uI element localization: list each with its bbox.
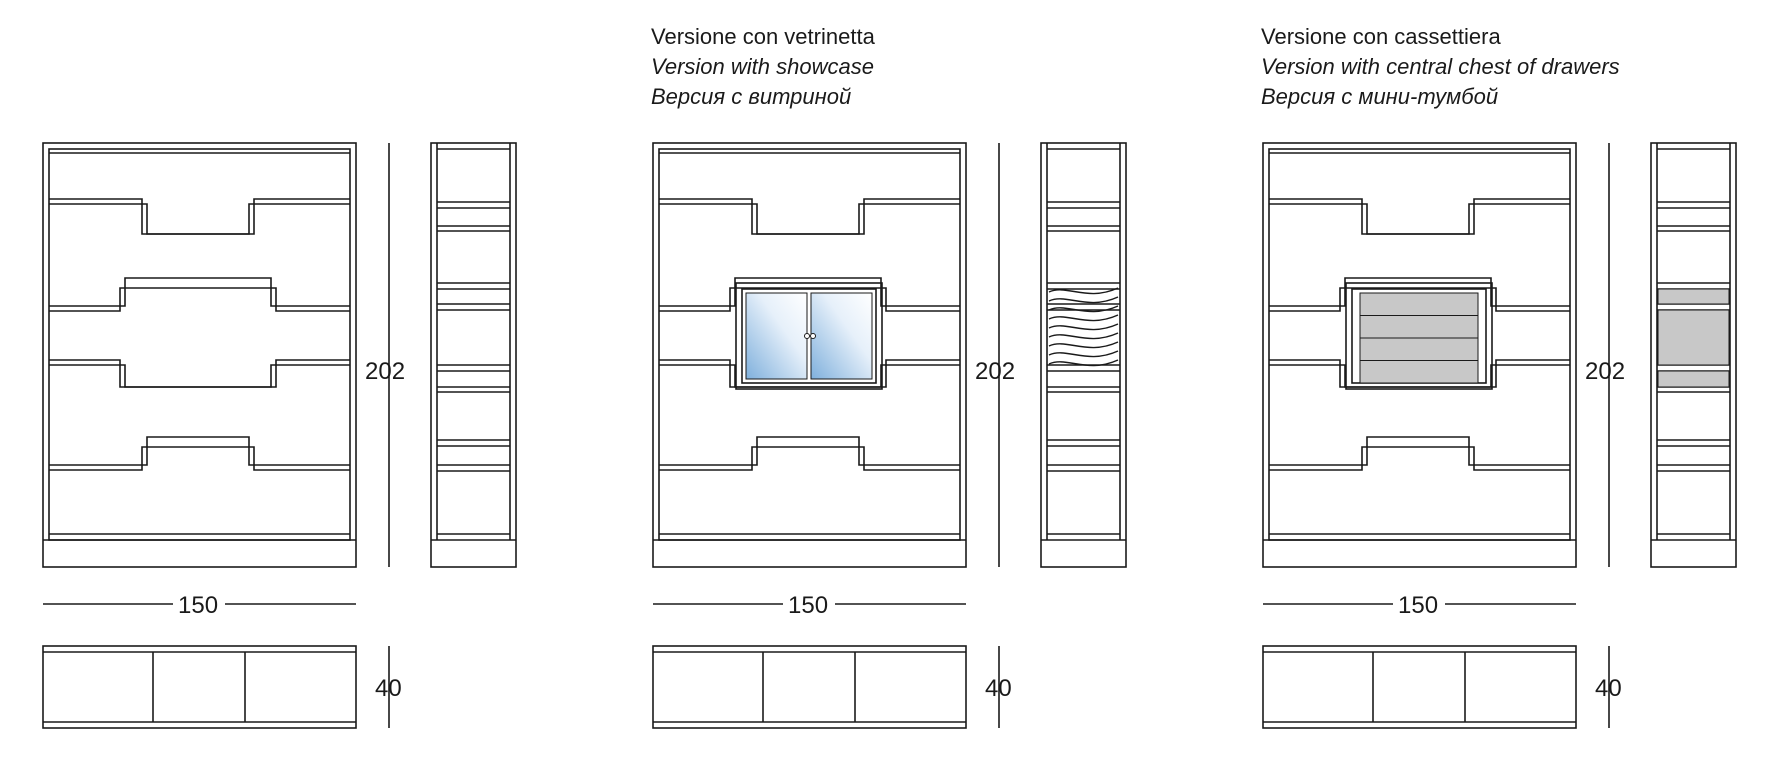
shelf-line-inner xyxy=(1269,287,1570,312)
shelf-line xyxy=(1269,436,1570,466)
side-outer xyxy=(1650,142,1737,568)
plan-outer xyxy=(652,645,967,729)
shelf-line xyxy=(49,277,350,307)
bookcase-side-standard xyxy=(430,142,517,568)
shelf-line xyxy=(659,203,960,235)
outer-frame xyxy=(1262,142,1577,568)
width-label: 150 xyxy=(1398,592,1438,619)
drawer-side xyxy=(1657,309,1730,366)
door-knob xyxy=(810,333,816,339)
shelf-line-inner xyxy=(659,446,960,471)
outer-frame xyxy=(42,142,357,568)
depth-label: 40 xyxy=(985,675,1012,702)
caption-drawers-ru: Версия с мини-тумбой xyxy=(1261,84,1499,109)
drawer xyxy=(1359,360,1479,384)
shelf-line-inner xyxy=(1269,446,1570,471)
drawer xyxy=(1359,337,1479,361)
shelf-line xyxy=(1269,277,1570,307)
shelf-line-inner xyxy=(49,198,350,235)
shelf-line xyxy=(1269,203,1570,235)
showcase-side-pattern xyxy=(1048,287,1119,367)
caption-showcase-ru: Версия с витриной xyxy=(651,84,852,109)
bookcase-front-drawers xyxy=(1262,142,1610,605)
shelf-line-inner xyxy=(659,359,960,388)
caption-showcase: Versione con vetrinetta Version with sho… xyxy=(651,22,875,112)
chest-frame xyxy=(1345,282,1493,390)
shelf-line-inner xyxy=(659,198,960,235)
caption-showcase-en: Version with showcase xyxy=(651,54,874,79)
bookcase-front-standard xyxy=(42,142,390,605)
bookcase-side-showcase xyxy=(1040,142,1127,568)
drawer xyxy=(1359,292,1479,316)
depth-label: 40 xyxy=(375,675,402,702)
inner-frame xyxy=(48,148,351,541)
caption-drawers: Versione con cassettiera Version with ce… xyxy=(1261,22,1620,112)
shelf-line-inner xyxy=(659,287,960,312)
plan-outer xyxy=(42,645,357,729)
glass-door-left xyxy=(745,292,808,380)
side-outer xyxy=(1040,142,1127,568)
shelf-line-inner xyxy=(49,287,350,312)
caption-showcase-it: Versione con vetrinetta xyxy=(651,24,875,49)
glass-door-right xyxy=(810,292,873,380)
bookcase-plan-standard xyxy=(42,645,390,729)
showcase-inner xyxy=(741,288,877,384)
drawer-side xyxy=(1657,288,1730,305)
shelf-line xyxy=(49,203,350,235)
side-outer xyxy=(430,142,517,568)
shelf-line xyxy=(49,364,350,388)
drawer xyxy=(1359,315,1479,339)
outer-frame xyxy=(652,142,967,568)
height-label: 202 xyxy=(975,358,1015,385)
caption-drawers-it: Versione con cassettiera xyxy=(1261,24,1501,49)
door-knob xyxy=(804,333,810,339)
height-label: 202 xyxy=(365,358,405,385)
bookcase-plan-showcase xyxy=(652,645,1000,729)
width-label: 150 xyxy=(788,592,828,619)
shelf-line-inner xyxy=(49,359,350,388)
shelf-line-inner xyxy=(1269,359,1570,388)
depth-label: 40 xyxy=(1595,675,1622,702)
plan-outer xyxy=(1262,645,1577,729)
bookcase-plan-drawers xyxy=(1262,645,1610,729)
showcase-frame xyxy=(735,282,883,390)
width-label: 150 xyxy=(178,592,218,619)
shelf-line xyxy=(659,436,960,466)
shelf-line xyxy=(659,277,960,307)
shelf-line xyxy=(49,436,350,466)
height-label: 202 xyxy=(1585,358,1625,385)
inner-frame xyxy=(658,148,961,541)
shelf-line-inner xyxy=(1269,198,1570,235)
bookcase-front-showcase xyxy=(652,142,1000,605)
drawer-side xyxy=(1657,370,1730,388)
caption-drawers-en: Version with central chest of drawers xyxy=(1261,54,1620,79)
shelf-line-inner xyxy=(49,446,350,471)
